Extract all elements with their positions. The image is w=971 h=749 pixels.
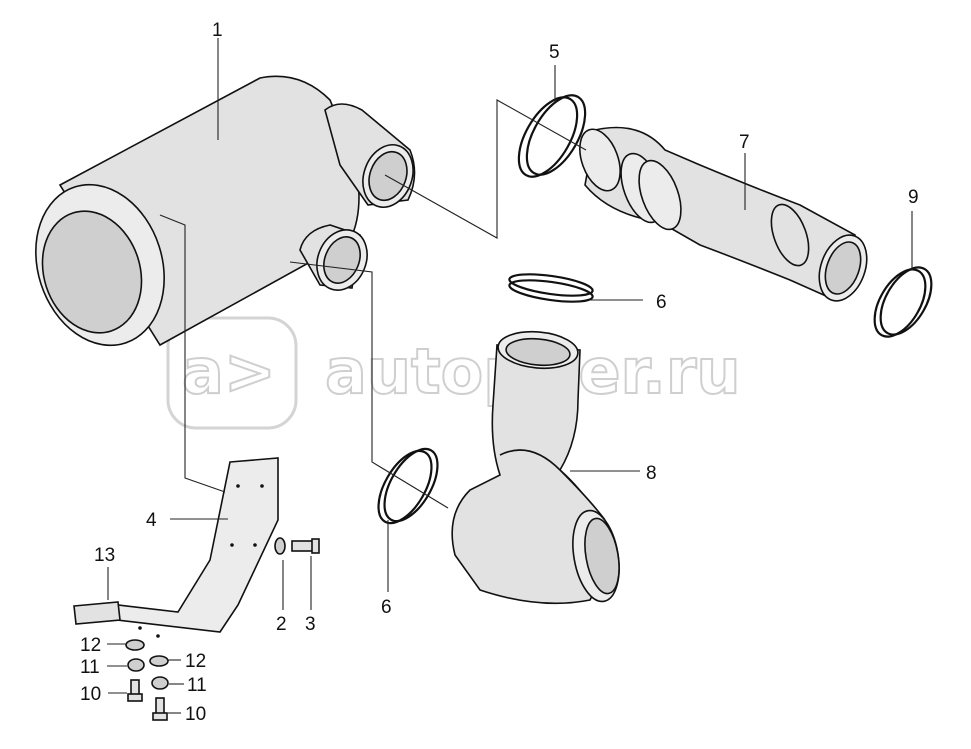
callout-7: 7	[739, 132, 750, 153]
washer-2	[274, 537, 286, 555]
mounting-bracket-4	[97, 457, 279, 638]
bolt-10-left	[127, 679, 143, 702]
callout-12-left: 12	[80, 635, 101, 656]
clamp-ring-6-lower	[377, 447, 439, 525]
callout-1: 1	[212, 20, 223, 41]
elbow-hose-8	[451, 330, 620, 605]
callout-13: 13	[94, 545, 115, 566]
washer-12-right	[149, 655, 169, 667]
callout-10-right: 10	[185, 704, 206, 725]
pad-13	[73, 601, 121, 625]
clamp-ring-6-upper	[508, 273, 594, 303]
callout-11-left: 11	[80, 657, 100, 678]
callout-11-right: 11	[187, 675, 207, 696]
washer-11-left	[127, 658, 145, 672]
watermark: a> autopiter.ru	[166, 316, 742, 430]
clamp-ring-5	[517, 94, 587, 178]
watermark-logo-frame	[166, 316, 298, 430]
washer-12-left	[125, 639, 145, 651]
callout-9: 9	[908, 187, 919, 208]
callout-12-right: 12	[185, 651, 206, 672]
bolt-3	[291, 538, 320, 554]
callout-8: 8	[646, 463, 657, 484]
callout-10-left: 10	[80, 684, 101, 705]
callout-2: 2	[276, 614, 287, 635]
intake-hose-7	[579, 126, 868, 302]
clamp-ring-9	[873, 266, 933, 338]
callout-6-lower: 6	[381, 597, 392, 618]
bolt-10-right	[152, 697, 168, 721]
washer-11-right	[151, 676, 169, 690]
callout-5: 5	[549, 42, 560, 63]
callout-leaders	[107, 38, 913, 714]
callout-4: 4	[146, 510, 157, 531]
callout-labels: 1 5 7 9 6 8 6 4 2 3 13 12 11 10 12 11 10	[80, 20, 919, 725]
callout-6-upper: 6	[656, 292, 667, 313]
watermark-logo-symbol: a>	[182, 335, 276, 408]
callout-3: 3	[305, 614, 316, 635]
assembly-lines	[159, 99, 587, 509]
